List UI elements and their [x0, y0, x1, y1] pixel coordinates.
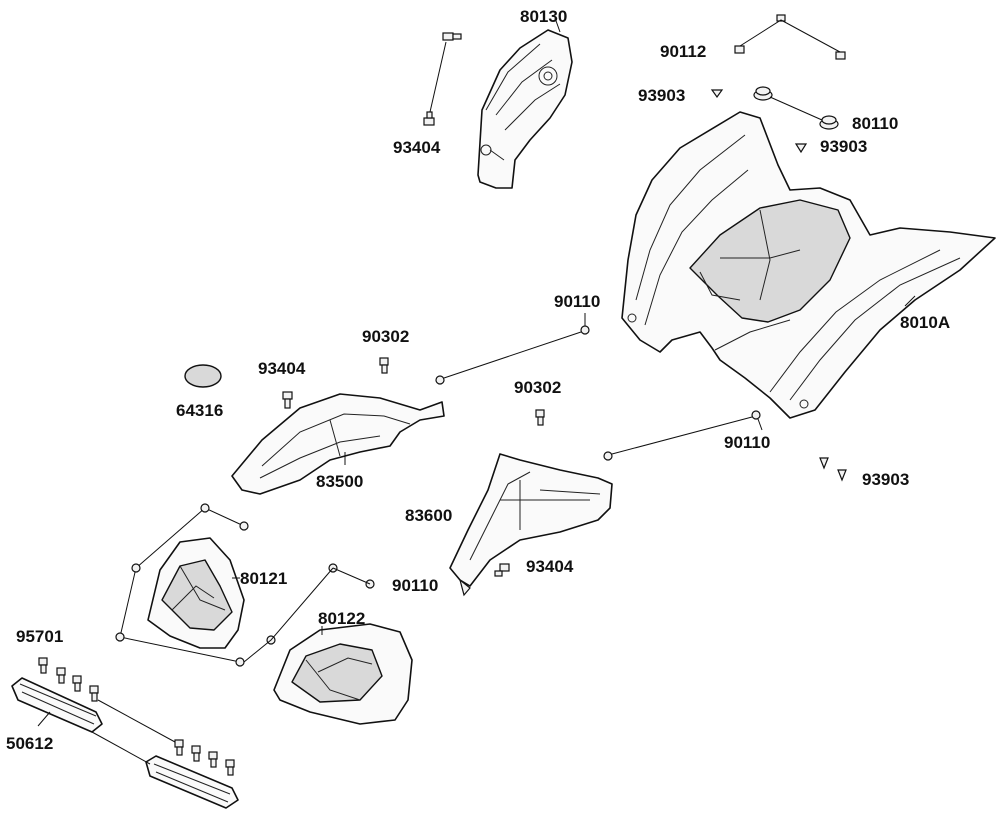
part-83500-side-cover[interactable]: [231, 393, 445, 495]
label-93903-lower: 93903: [862, 470, 909, 489]
label-90110-lower: 90110: [392, 576, 438, 595]
label-80110: 80110: [852, 114, 898, 133]
screw-93903-lower[interactable]: [819, 457, 847, 482]
label-93903-top: 93903: [638, 86, 685, 105]
screw-93903-right[interactable]: [794, 143, 808, 154]
leader-80121-frame: [119, 507, 245, 663]
leader-90110-upper: [443, 313, 586, 379]
label-80130: 80130: [520, 7, 567, 26]
bolt-93404-top-a[interactable]: [442, 32, 462, 41]
grommet-80110[interactable]: [753, 86, 839, 130]
bolt-93404-left[interactable]: [282, 391, 293, 409]
label-64316: 64316: [176, 401, 223, 420]
screw-93903-top[interactable]: [710, 89, 724, 99]
leader-8010A: [904, 295, 916, 307]
leader-50612: [37, 711, 151, 765]
part-80122-footrest-guard[interactable]: [273, 623, 413, 725]
part-50612-footrest[interactable]: [11, 677, 239, 809]
label-93903-right: 93903: [820, 137, 867, 156]
bolts-95701[interactable]: [38, 657, 235, 776]
screw-90110-right[interactable]: [603, 410, 761, 461]
part-8010A-rear-fender[interactable]: [621, 111, 996, 419]
bolt-90302-left[interactable]: [379, 357, 389, 374]
leader-80110: [769, 96, 823, 121]
part-80121-footrest-guard[interactable]: [147, 537, 245, 649]
label-95701: 95701: [16, 627, 63, 646]
part-83600-side-cover[interactable]: [449, 453, 613, 597]
label-90302-mid: 90302: [514, 378, 561, 397]
leader-93404-top: [429, 41, 447, 113]
bolt-93404-lower[interactable]: [494, 563, 510, 577]
bolt-90302-mid[interactable]: [535, 409, 545, 426]
bolt-93404-top-b[interactable]: [423, 111, 435, 126]
leader-80130: [554, 17, 561, 33]
label-80121: 80121: [240, 569, 287, 588]
label-83600: 83600: [405, 506, 452, 525]
label-50612: 50612: [6, 734, 53, 753]
leader-95701: [97, 699, 176, 743]
bolt-90112-a[interactable]: [734, 14, 846, 60]
leader-90110-right: [611, 416, 763, 455]
label-90110-right: 90110: [724, 433, 770, 452]
cap-64316[interactable]: [184, 364, 222, 388]
label-90112: 90112: [660, 42, 706, 61]
label-80122: 80122: [318, 609, 365, 628]
label-8010A: 8010A: [900, 313, 950, 332]
label-83500: 83500: [316, 472, 363, 491]
part-80130-bracket[interactable]: [477, 29, 573, 189]
screws-80121[interactable]: [115, 503, 249, 667]
label-93404-lower: 93404: [526, 557, 574, 576]
leader-90110-lower: [243, 567, 371, 663]
label-93404-left: 93404: [258, 359, 306, 378]
label-90302-left: 90302: [362, 327, 409, 346]
label-90110-upper: 90110: [554, 292, 600, 311]
leader-90112: [739, 19, 841, 53]
label-93404-top: 93404: [393, 138, 441, 157]
